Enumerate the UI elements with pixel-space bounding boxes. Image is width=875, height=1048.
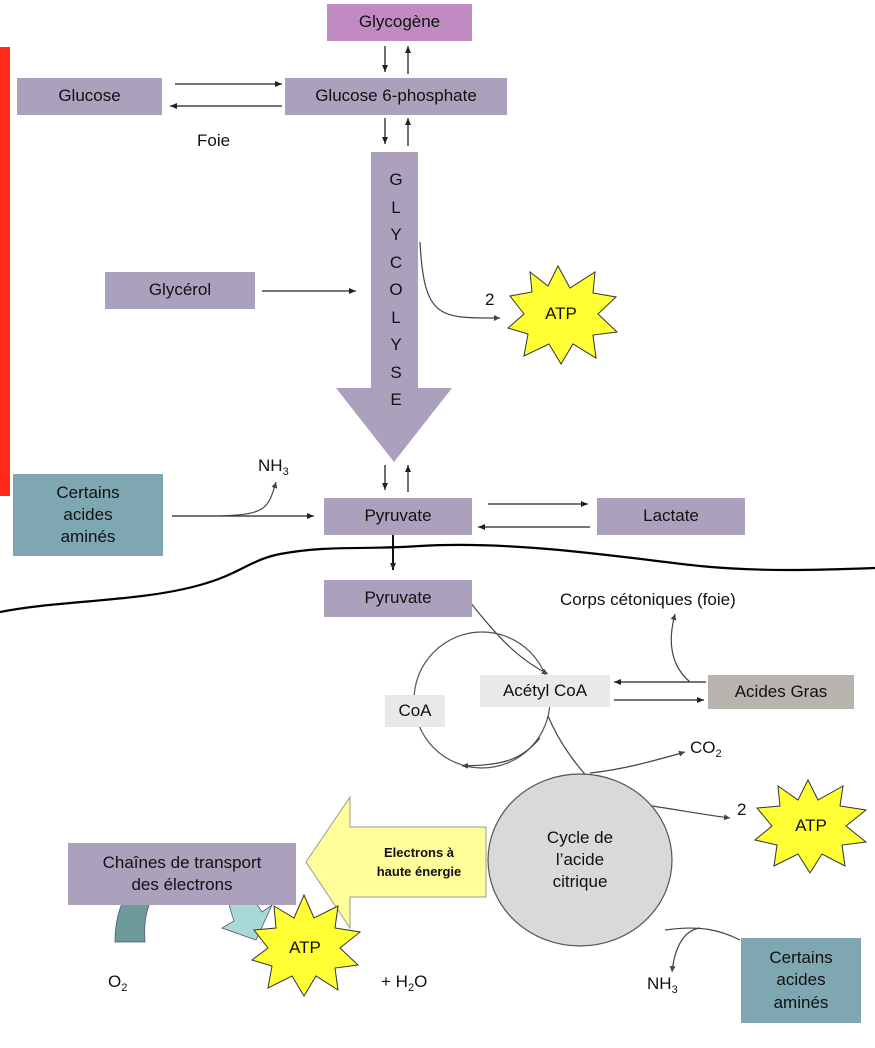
acetyl-coa-label: Acétyl CoA (502, 680, 588, 700)
coa-return-arrow (461, 737, 541, 769)
lactate-box: Lactate (597, 498, 745, 535)
chaines-box: Chaînes de transport des électrons (68, 843, 296, 905)
certains-top-line: aminés (60, 527, 116, 547)
nh3-bottom-sub: 3 (671, 984, 678, 996)
atp-count-bottom: 2 (737, 800, 747, 819)
glucose-box: Glucose (17, 78, 162, 115)
electrons-line: haute énergie (376, 864, 462, 879)
o2-sub: 2 (121, 982, 128, 994)
atp-curve-glycolysis (419, 241, 501, 322)
h2o-sub: 2 (407, 982, 415, 994)
glycolyse-letters: G L Y C O L Y S E (386, 166, 406, 414)
certains-acides-top-box: Certains acides aminés (13, 474, 163, 556)
nh3-curve-top (214, 481, 278, 517)
nh3-bottom-label: NH3 (647, 974, 678, 996)
cycle-label: Cycle de l’acide citrique (510, 820, 650, 900)
arrow-atp-cycle (644, 804, 731, 821)
co2-label: CO2 (690, 738, 722, 760)
o2-label: O2 (108, 972, 127, 994)
certains-acides-bottom-box: Certains acides aminés (741, 938, 861, 1023)
co2-main: CO (690, 738, 716, 757)
arrow-amino-bottom-cycle (664, 927, 741, 941)
red-side-bar (0, 47, 10, 496)
cycle-line: citrique (552, 872, 608, 892)
pyruvate-top-label: Pyruvate (364, 506, 432, 526)
glycolyse-letter: Y (390, 335, 402, 354)
h2o-prefix: + H (381, 972, 408, 991)
arrow-pyruvate-acetyl (469, 601, 549, 675)
glycolyse-letter: C (389, 252, 403, 272)
nh3-top-main: NH (258, 456, 283, 475)
atp-label-top: ATP (545, 304, 577, 323)
electrons-big-arrow (305, 795, 487, 930)
glycolyse-letter: S (390, 362, 402, 382)
atp-label-bottom: ATP (289, 938, 321, 957)
atp-burst-top (506, 264, 619, 365)
arrow-co2 (589, 750, 686, 774)
glycolyse-letter: G (389, 170, 403, 189)
acides-gras-label: Acides Gras (734, 681, 828, 701)
glycolysis-big-arrow (336, 152, 452, 462)
pyruvate-mito-box: Pyruvate (324, 580, 472, 617)
certains-top-line: acides (63, 504, 113, 524)
h2o-suffix: O (414, 972, 428, 991)
certains-bottom-line: acides (776, 970, 826, 990)
atp-burst-right (753, 778, 868, 874)
pyruvate-mito-label: Pyruvate (364, 588, 432, 608)
atp-label-right: ATP (795, 816, 827, 835)
acetyl-coa-box: Acétyl CoA (480, 675, 610, 707)
nh3-curve-bottom (669, 927, 701, 973)
nh3-top-label: NH3 (258, 456, 289, 478)
co2-sub: 2 (715, 748, 722, 760)
coa-box: CoA (385, 695, 445, 727)
atp-burst-bottom (250, 893, 362, 997)
glycerol-box: Glycérol (105, 272, 255, 309)
cycle-line: l’acide (555, 849, 605, 869)
glucose6p-box: Glucose 6-phosphate (285, 78, 507, 115)
arrow-corps-cetoniques (670, 613, 691, 683)
electrons-line: Electrons à (383, 845, 455, 861)
h2o-label: + H2O (381, 972, 427, 994)
acides-gras-box: Acides Gras (708, 675, 854, 709)
glucose-label: Glucose (58, 86, 121, 106)
glycogene-box: Glycogène (327, 4, 472, 41)
electrons-label: Electrons à haute énergie (355, 843, 483, 883)
certains-bottom-line: Certains (769, 948, 833, 968)
citric-cycle-circle (487, 773, 673, 947)
glycolyse-letter: L (391, 307, 401, 327)
corps-cetoniques-label: Corps cétoniques (foie) (560, 590, 736, 609)
o2-main: O (108, 972, 122, 991)
certains-top-line: Certains (56, 482, 120, 502)
chaines-line: des électrons (131, 875, 233, 894)
lactate-label: Lactate (643, 506, 699, 526)
nh3-bottom-main: NH (647, 974, 672, 993)
glycolyse-letter: Y (390, 225, 402, 244)
nh3-top-sub: 3 (282, 466, 289, 478)
cycle-line: Cycle de (546, 827, 614, 847)
chaines-line: Chaînes de transport (102, 852, 262, 872)
foie-label: Foie (197, 131, 231, 150)
glucose6p-label: Glucose 6-phosphate (315, 86, 477, 106)
glycogene-label: Glycogène (358, 12, 441, 32)
coa-label: CoA (398, 700, 432, 720)
atp-count-top: 2 (485, 290, 495, 309)
mitochondrial-membrane (0, 543, 875, 614)
glycolyse-letter: E (390, 390, 402, 409)
pyruvate-top-box: Pyruvate (324, 498, 472, 535)
glycolyse-letter: O (389, 280, 403, 299)
certains-bottom-line: aminés (773, 992, 829, 1012)
glycerol-label: Glycérol (148, 280, 212, 300)
glycolyse-letter: L (391, 197, 401, 217)
